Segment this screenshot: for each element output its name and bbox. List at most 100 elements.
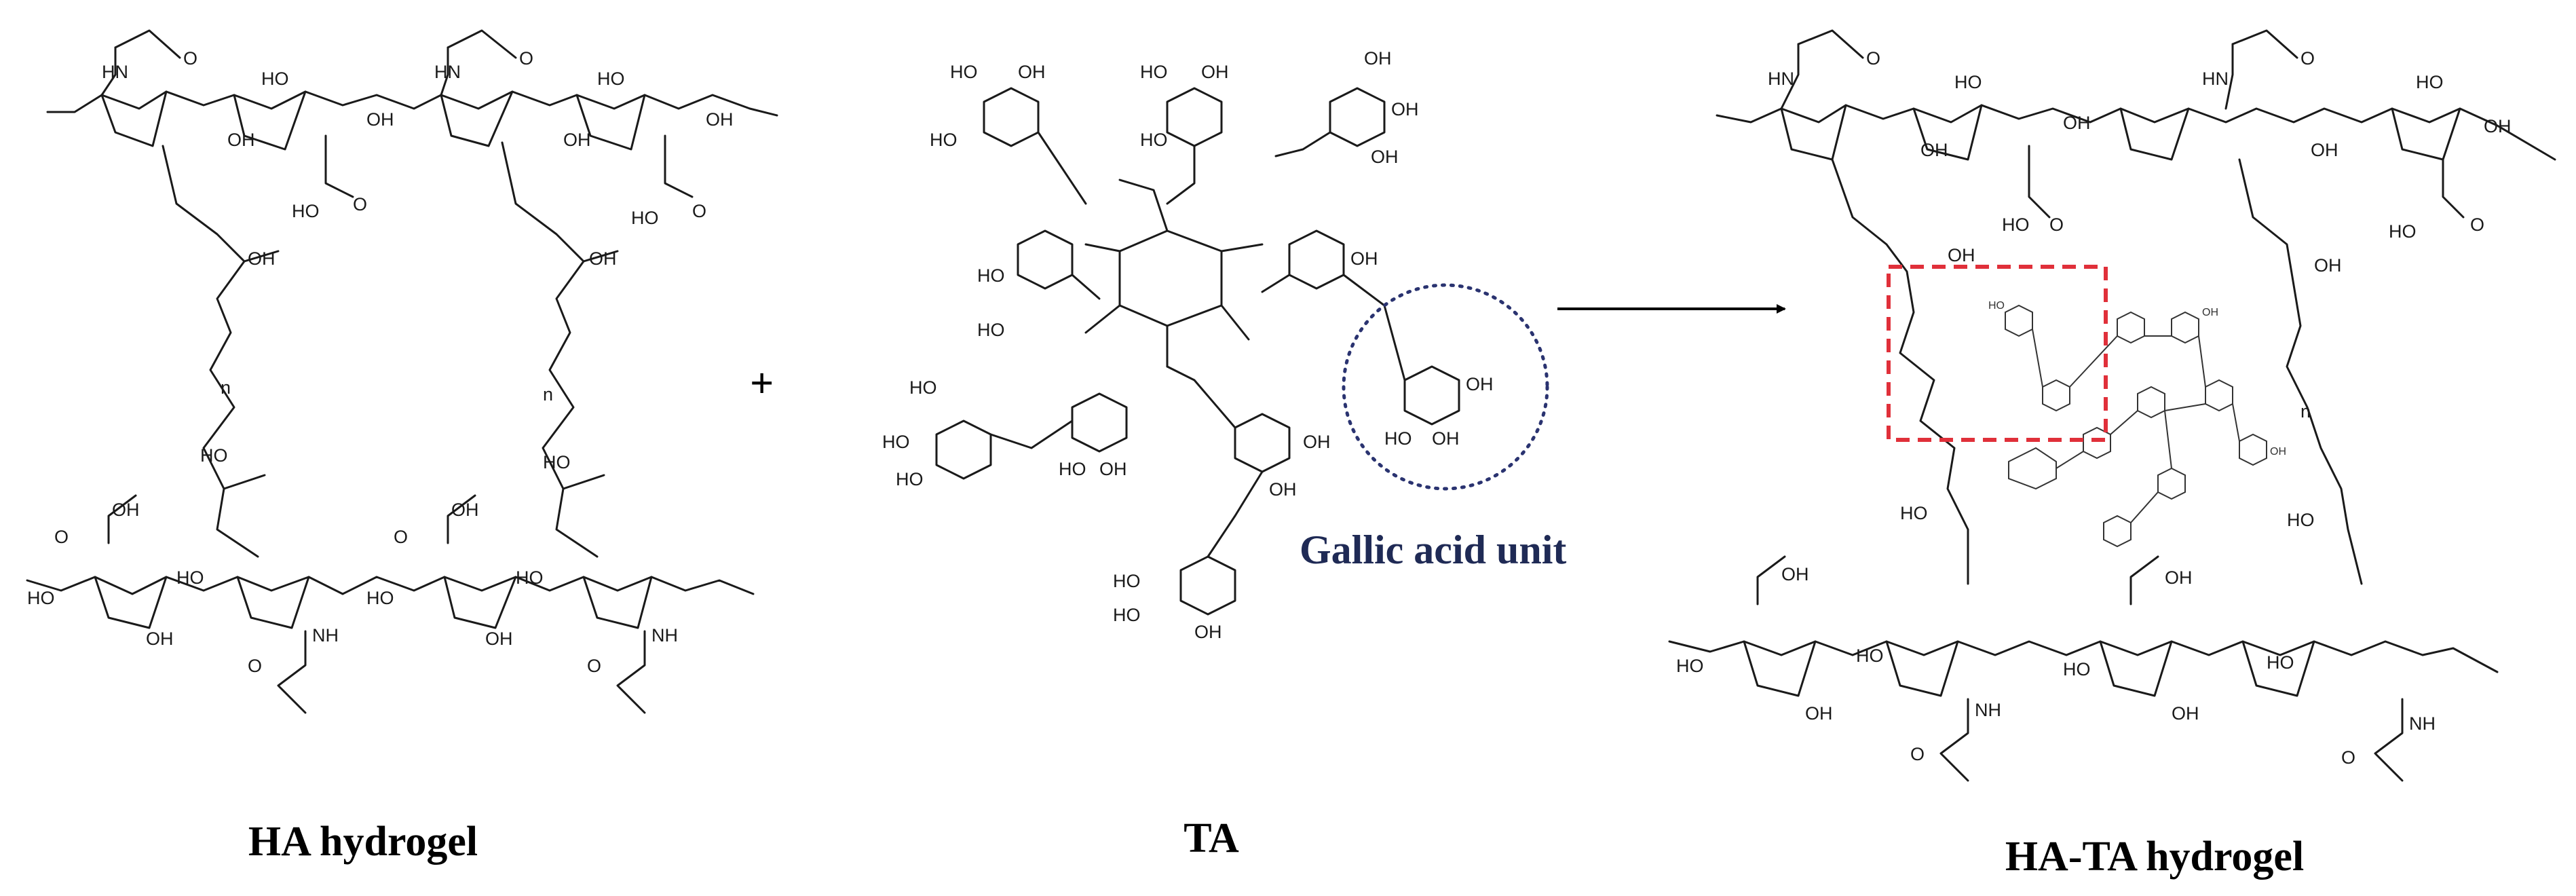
label-oh: OH — [146, 629, 174, 649]
label-o: O — [183, 48, 197, 69]
label-ho: HO — [631, 208, 659, 228]
label-ho: HO — [200, 445, 228, 466]
label-n: n — [221, 377, 231, 398]
label-oh: OH — [1948, 245, 1975, 265]
label-n: n — [543, 384, 553, 405]
gallic-acid-highlight-circle — [1342, 283, 1549, 491]
label-ho: HO — [1140, 62, 1168, 82]
label-ho: HO — [516, 567, 544, 588]
ha-top-chain: HN HN O O HO OH OH HO OH OH HO HO O O — [46, 29, 778, 228]
label-o: O — [394, 527, 408, 547]
plus-sign: + — [750, 360, 774, 407]
label-o: O — [353, 194, 367, 214]
label-oh: OH — [589, 248, 617, 269]
label-ho: HO — [27, 588, 55, 608]
label-ho: HO — [977, 265, 1005, 286]
label-ho: HO — [2267, 652, 2294, 673]
label-ho: HO — [2287, 510, 2315, 530]
label-oh: OH — [2311, 140, 2338, 160]
label-nh: NH — [312, 625, 339, 646]
label-ho: HO — [1113, 605, 1141, 625]
label-oh: OH — [1781, 564, 1809, 584]
label-oh: OH — [1018, 62, 1046, 82]
label-o: O — [54, 527, 69, 547]
label-oh: OH — [1269, 479, 1297, 500]
label-ho: HO — [909, 377, 937, 398]
label-oh: OH — [1432, 428, 1460, 449]
label-nh: NH — [1975, 700, 2001, 720]
embedded-ta-network: HO OH OH — [1988, 300, 2286, 548]
label-oh: OH — [485, 629, 513, 649]
label-ho: HO — [2389, 221, 2417, 242]
gallic-acid-label: Gallic acid unit — [1300, 527, 1566, 572]
label-ho: HO — [1676, 656, 1704, 676]
label-oh: OH — [1466, 374, 1494, 394]
label-ho: HO — [1059, 459, 1086, 479]
label-oh: OH — [1303, 432, 1331, 452]
label-ho: HO — [1954, 72, 1982, 92]
label-o: O — [1910, 744, 1925, 764]
label-ho: HO — [366, 588, 394, 608]
label-oh: OH — [2165, 567, 2193, 588]
ta-structure: HO OH HO HO OH HO OH OH OH HO HO OH HO H… — [882, 48, 1494, 642]
label-oh: OH — [1099, 459, 1127, 479]
label-ho: HO — [1113, 571, 1141, 591]
label-o: O — [1866, 48, 1880, 69]
label-oh: OH — [366, 109, 394, 130]
label-ho: HO — [950, 62, 978, 82]
label-ho: HO — [1900, 503, 1928, 523]
label-oh: OH — [112, 500, 140, 520]
label-ho: HO — [176, 567, 204, 588]
ha-linkers: OH OH n n HO HO — [162, 141, 619, 558]
label-oh: OH — [451, 500, 479, 520]
label-ho: HO — [261, 69, 289, 89]
label-ho: HO — [543, 452, 571, 472]
label-nh: NH — [2409, 713, 2436, 734]
label-oh: OH — [563, 130, 591, 150]
label-ho: HO — [292, 201, 320, 221]
label-oh: OH — [2270, 446, 2286, 458]
label-oh: OH — [706, 109, 734, 130]
label-oh: OH — [227, 130, 255, 150]
label-oh: OH — [248, 248, 276, 269]
label-oh: OH — [2063, 113, 2091, 133]
caption-ha-hydrogel: HA hydrogel — [248, 819, 478, 865]
label-ho: HO — [896, 469, 924, 489]
caption-ta: TA — [1183, 815, 1239, 861]
label-oh: OH — [1805, 703, 1833, 724]
label-oh: OH — [1364, 48, 1392, 69]
label-ho: HO — [1856, 646, 1884, 666]
label-ho: HO — [1384, 428, 1412, 449]
label-o: O — [692, 201, 706, 221]
crosslink-highlight-box — [1887, 265, 2108, 442]
label-oh: OH — [1391, 99, 1419, 119]
caption-ha-ta-hydrogel: HA-TA hydrogel — [2005, 834, 2304, 880]
label-oh: OH — [1350, 248, 1378, 269]
label-oh: OH — [2314, 255, 2342, 276]
label-oh: OH — [1201, 62, 1229, 82]
label-ho: HO — [1988, 300, 2005, 312]
label-ho: HO — [930, 130, 958, 150]
label-oh: OH — [2202, 307, 2218, 318]
label-ho: HO — [2002, 214, 2030, 235]
label-oh: OH — [1371, 147, 1399, 167]
label-o: O — [2341, 747, 2355, 768]
label-ho: HO — [2416, 72, 2444, 92]
label-hn: HN — [2202, 69, 2229, 89]
ha-hydrogel-structure: HN HN O O HO OH OH HO OH OH HO HO O O OH… — [26, 29, 778, 714]
ha-bottom-chain: O OH O OH HO HO HO HO OH OH NH NH O O — [26, 494, 755, 714]
label-o: O — [2470, 214, 2484, 235]
label-nh: NH — [651, 625, 678, 646]
label-ho: HO — [597, 69, 625, 89]
label-o: O — [248, 656, 262, 676]
label-ho: HO — [2063, 659, 2091, 679]
label-o: O — [587, 656, 601, 676]
label-oh: OH — [1920, 140, 1948, 160]
label-o: O — [519, 48, 533, 69]
label-oh: OH — [1194, 622, 1222, 642]
label-n: n — [2300, 401, 2311, 422]
label-ho: HO — [882, 432, 910, 452]
label-hn: HN — [1768, 69, 1794, 89]
ha-ta-hydrogel-structure: HO OH OH HN O HN O HO OH OH HO OH OH HO … — [1668, 29, 2556, 782]
